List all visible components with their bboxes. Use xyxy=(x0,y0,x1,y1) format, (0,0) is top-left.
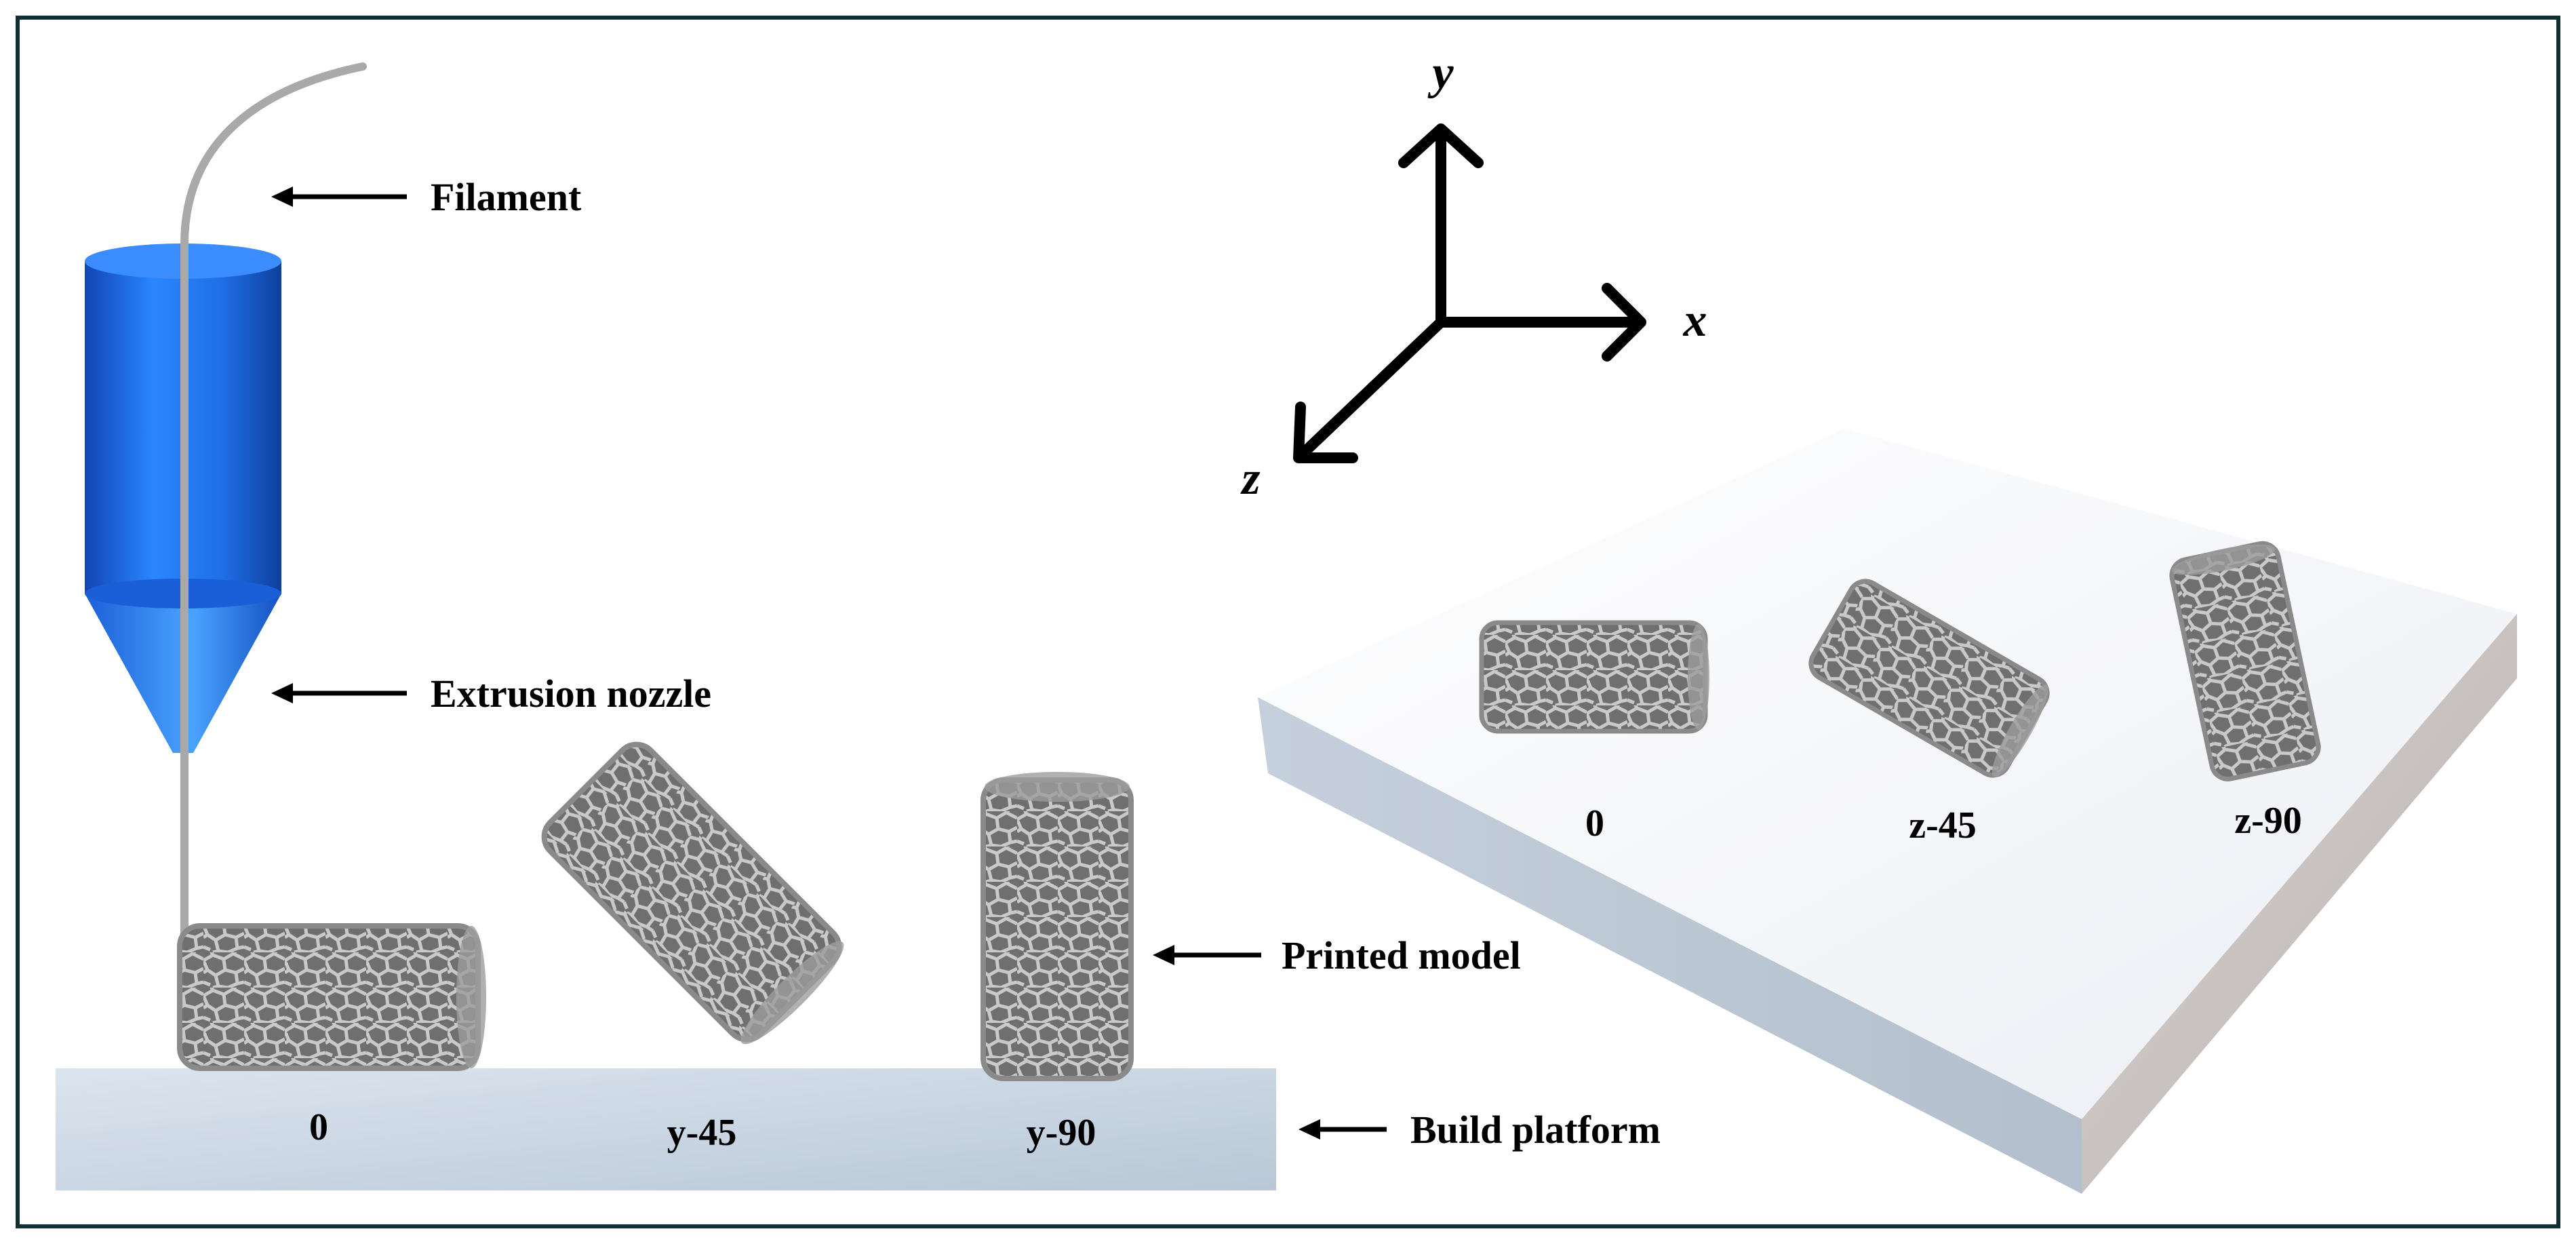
axis-x-label: x xyxy=(1683,294,1707,347)
axis-z-label: z xyxy=(1240,452,1260,505)
left-orientation-label: y-90 xyxy=(1027,1112,1096,1154)
left-orientation-label: y-45 xyxy=(667,1112,737,1154)
filament-icon xyxy=(180,62,367,944)
axis-y-label: y xyxy=(1427,47,1454,99)
right-orientation-label: z-90 xyxy=(2234,800,2302,842)
lattice-cylinder-icon xyxy=(2169,541,2321,781)
build-platform-label: Build platform xyxy=(1410,1108,1661,1152)
right-orientation-label: 0 xyxy=(1585,802,1604,844)
nozzle-label: Extrusion nozzle xyxy=(431,672,711,716)
callout-arrows xyxy=(271,187,1387,1140)
filament-label: Filament xyxy=(431,175,582,219)
lattice-cylinder-icon xyxy=(1808,579,2050,778)
build-platform xyxy=(56,1068,1276,1190)
lattice-cylinder-icon xyxy=(980,772,1134,1081)
coordinate-axes-icon xyxy=(1293,123,1646,463)
lattice-cylinder-icon xyxy=(177,923,486,1071)
right-orientation-label: z-45 xyxy=(1909,804,1977,847)
lattice-cylinder-icon xyxy=(1479,620,1709,734)
lattice-cylinder-icon xyxy=(541,741,844,1045)
left-orientation-label: 0 xyxy=(309,1106,328,1148)
printed-model-label: Printed model xyxy=(1282,933,1521,977)
